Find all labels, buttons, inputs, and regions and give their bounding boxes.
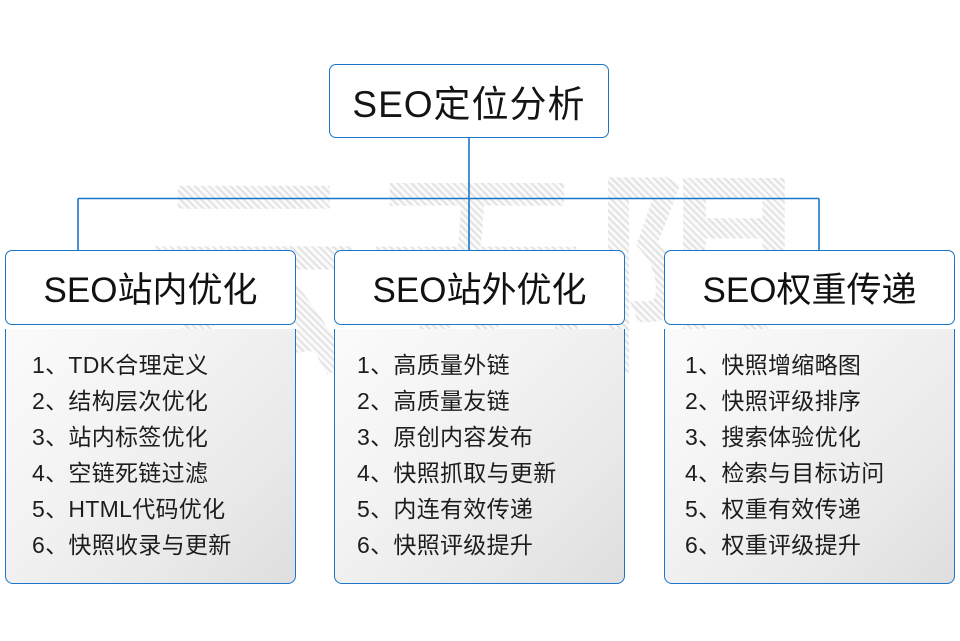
branch-header-1[interactable]: SEO站内优化 [5,250,296,325]
branch-column-1: SEO站内优化 1、TDK合理定义 2、结构层次优化 3、站内标签优化 4、空链… [5,250,296,584]
branch-column-2: SEO站外优化 1、高质量外链 2、高质量友链 3、原创内容发布 4、快照抓取与… [334,250,625,584]
branch-header-2[interactable]: SEO站外优化 [334,250,625,325]
branch-list-3: 1、快照增缩略图 2、快照评级排序 3、搜索体验优化 4、检索与目标访问 5、权… [665,347,954,563]
list-item: 5、权重有效传递 [685,496,862,522]
branch-column-3: SEO权重传递 1、快照增缩略图 2、快照评级排序 3、搜索体验优化 4、检索与… [664,250,955,584]
list-item: 1、TDK合理定义 [32,352,209,378]
root-node[interactable]: SEO定位分析 [329,64,609,138]
root-node-label: SEO定位分析 [352,84,586,125]
branch-header-label-3: SEO权重传递 [702,271,917,310]
list-item: 2、快照评级排序 [685,388,862,414]
list-item: 2、高质量友链 [357,388,510,414]
list-item: 1、快照增缩略图 [685,352,862,378]
branch-header-label-2: SEO站外优化 [372,271,587,310]
list-item: 3、站内标签优化 [32,424,209,450]
branch-header-3[interactable]: SEO权重传递 [664,250,955,325]
branch-body-2: 1、高质量外链 2、高质量友链 3、原创内容发布 4、快照抓取与更新 5、内连有… [334,329,625,584]
list-item: 6、快照评级提升 [357,532,534,558]
list-item: 2、结构层次优化 [32,388,209,414]
branch-list-1: 1、TDK合理定义 2、结构层次优化 3、站内标签优化 4、空链死链过滤 5、H… [6,347,295,563]
list-item: 4、快照抓取与更新 [357,460,557,486]
list-item: 5、内连有效传递 [357,496,534,522]
list-item: 3、搜索体验优化 [685,424,862,450]
list-item: 5、HTML代码优化 [32,496,226,522]
list-item: 4、检索与目标访问 [685,460,885,486]
branch-list-2: 1、高质量外链 2、高质量友链 3、原创内容发布 4、快照抓取与更新 5、内连有… [335,347,624,563]
list-item: 1、高质量外链 [357,352,510,378]
list-item: 4、空链死链过滤 [32,460,209,486]
list-item: 3、原创内容发布 [357,424,534,450]
list-item: 6、权重评级提升 [685,532,862,558]
branch-body-3: 1、快照增缩略图 2、快照评级排序 3、搜索体验优化 4、检索与目标访问 5、权… [664,329,955,584]
list-item: 6、快照收录与更新 [32,532,232,558]
branch-header-label-1: SEO站内优化 [43,271,258,310]
branch-body-1: 1、TDK合理定义 2、结构层次优化 3、站内标签优化 4、空链死链过滤 5、H… [5,329,296,584]
